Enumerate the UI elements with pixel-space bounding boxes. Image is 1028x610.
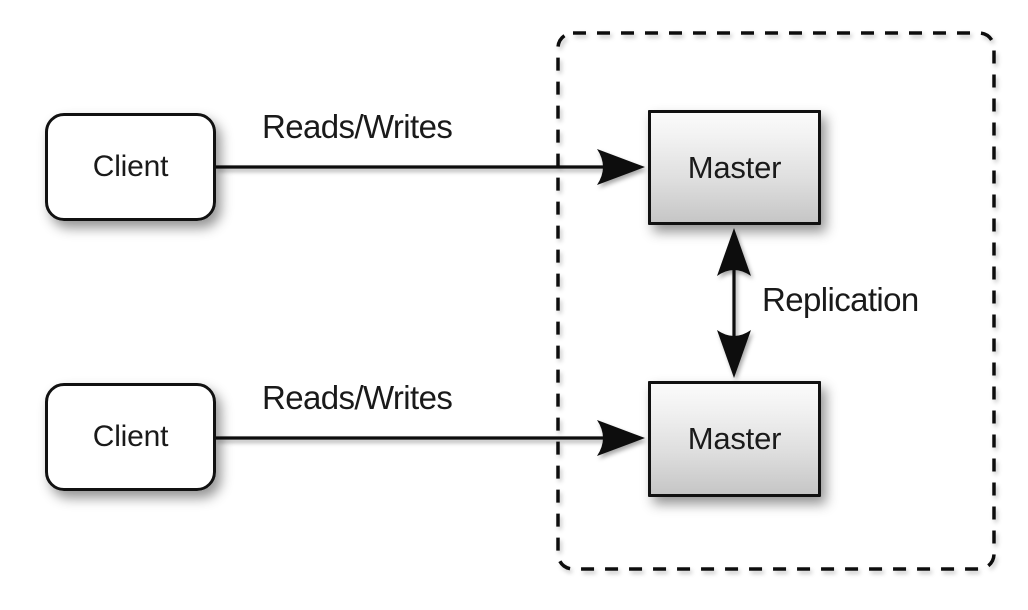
node-client-bottom[interactable]: Client <box>45 383 216 491</box>
edge-label-replication: Replication <box>762 281 919 318</box>
edge-label-reads-writes-bottom: Reads/Writes <box>262 379 453 416</box>
edge-reads-writes-top <box>216 149 645 185</box>
node-client-top-label: Client <box>92 150 169 183</box>
edge-label-reads-writes-top: Reads/Writes <box>262 108 453 145</box>
edge-reads-writes-bottom <box>216 420 645 456</box>
node-master-bottom[interactable]: Master <box>648 381 821 497</box>
node-master-top-label: Master <box>687 149 782 185</box>
node-client-top[interactable]: Client <box>45 113 216 221</box>
edge-replication <box>717 228 751 378</box>
node-client-bottom-label: Client <box>92 420 169 453</box>
node-master-top[interactable]: Master <box>648 110 821 225</box>
node-master-bottom-label: Master <box>687 421 782 456</box>
replication-cluster-boundary <box>556 31 996 571</box>
